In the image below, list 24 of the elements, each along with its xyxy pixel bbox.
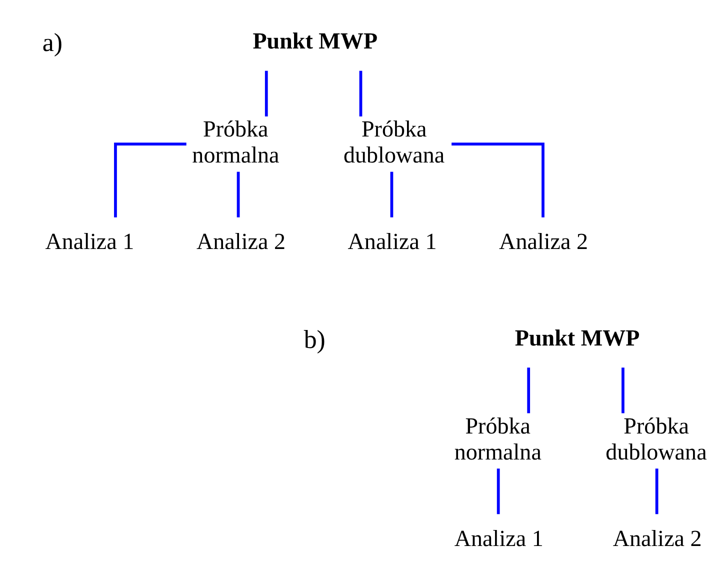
- node-text: Analiza 1: [454, 524, 544, 550]
- label: b): [304, 324, 326, 354]
- node-text: Analiza 2: [196, 227, 286, 254]
- connector: [390, 171, 394, 217]
- node-text: Próbka dublowana: [606, 412, 707, 464]
- connector: [264, 70, 268, 116]
- node-text: Analiza 1: [348, 227, 437, 254]
- node-text: Analiza 1: [45, 227, 134, 254]
- connector: [655, 468, 658, 514]
- node-text: Próbka normalna: [192, 115, 280, 168]
- label: a): [42, 28, 62, 57]
- connector: [452, 142, 544, 217]
- node-text: Analiza 2: [499, 227, 588, 254]
- connector: [527, 367, 530, 413]
- connector: [496, 468, 500, 514]
- node-text: Analiza 2: [612, 524, 702, 550]
- node-text: Próbka dublowana: [343, 115, 445, 168]
- connector: [236, 171, 240, 217]
- connector: [622, 367, 624, 413]
- node-text: Próbka normalna: [454, 412, 542, 464]
- connector: [114, 142, 186, 217]
- node-text: Punkt MWP: [252, 27, 378, 54]
- node-text: Punkt MWP: [514, 324, 640, 350]
- connector: [359, 70, 362, 116]
